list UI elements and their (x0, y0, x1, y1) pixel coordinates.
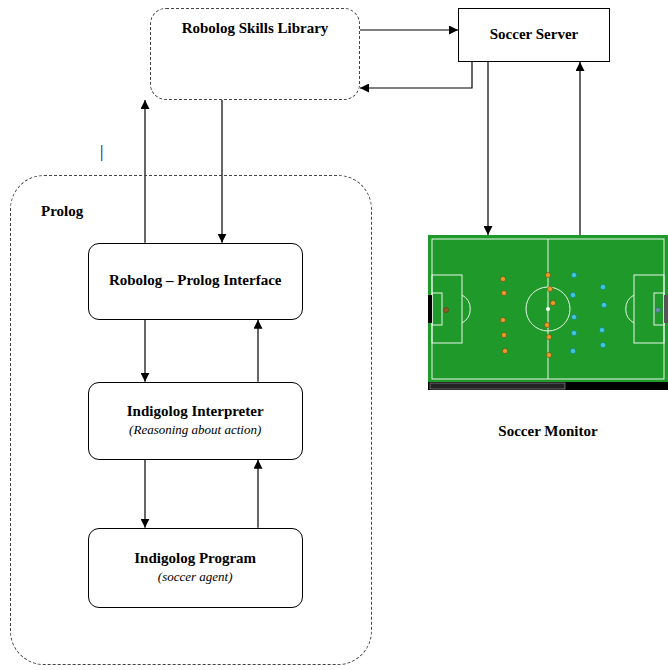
player (546, 352, 551, 357)
player (600, 284, 605, 289)
process-box: Indigolog Interpreter(Reasoning about ac… (88, 382, 303, 460)
player (501, 290, 506, 295)
player (571, 272, 576, 277)
player (502, 348, 507, 353)
penalty-arc (462, 295, 470, 323)
player (600, 342, 605, 347)
node-title: Prolog (41, 202, 83, 222)
connector-arrow (144, 320, 145, 382)
player (571, 314, 576, 319)
node-title: Soccer Monitor (498, 422, 597, 442)
node-title: Robolog Skills Library (182, 19, 329, 39)
connector-arrow (144, 460, 145, 528)
goal-box (432, 293, 442, 325)
player (571, 330, 576, 335)
player (443, 307, 448, 312)
goal (664, 295, 668, 323)
soccer-field (428, 235, 668, 390)
player (570, 348, 575, 353)
penalty-arc (626, 295, 634, 323)
player (545, 272, 550, 277)
goal-box (654, 293, 664, 325)
players (443, 272, 660, 357)
connector-arrow (360, 62, 472, 88)
library-region: Robolog Skills Library (150, 8, 360, 100)
penalty-box (432, 275, 462, 343)
server-box: Soccer Server (458, 8, 610, 62)
status-bar (428, 382, 668, 390)
player (570, 292, 575, 297)
connector-arrow (360, 29, 458, 30)
penalty-box (634, 275, 664, 343)
player (550, 300, 555, 305)
player (500, 317, 505, 322)
connector-arrow (221, 100, 222, 243)
pitch-lines (432, 239, 664, 379)
node-title: Indigolog Program (134, 549, 256, 569)
connector-arrow (257, 460, 258, 528)
node-subtitle: (Reasoning about action) (129, 422, 261, 439)
player (501, 332, 506, 337)
centre-circle (526, 287, 570, 331)
goal (428, 295, 432, 323)
player (500, 276, 505, 281)
player (601, 302, 606, 307)
ball (546, 307, 550, 311)
touch-line (432, 239, 664, 379)
connector-arrow (257, 320, 258, 382)
player (547, 286, 552, 291)
node-subtitle: (soccer agent) (158, 569, 233, 586)
stray-mark: | (100, 142, 103, 162)
node-title: Indigolog Interpreter (127, 402, 264, 422)
node-title: Soccer Server (490, 25, 578, 45)
node-title: Robolog – Prolog Interface (109, 271, 282, 291)
pitch (428, 235, 668, 390)
status-field (430, 383, 565, 389)
player (544, 322, 549, 327)
player (655, 307, 660, 312)
connector-arrow (579, 62, 580, 235)
connector-arrow (144, 100, 145, 243)
process-box: Indigolog Program(soccer agent) (88, 528, 303, 608)
prolog-region: PrologRobolog – Prolog InterfaceIndigolo… (10, 175, 372, 665)
connector-arrow (487, 62, 488, 235)
player (546, 334, 551, 339)
monitor-figure: Soccer Monitor (428, 235, 668, 445)
process-box: Robolog – Prolog Interface (88, 243, 303, 320)
player (599, 327, 604, 332)
